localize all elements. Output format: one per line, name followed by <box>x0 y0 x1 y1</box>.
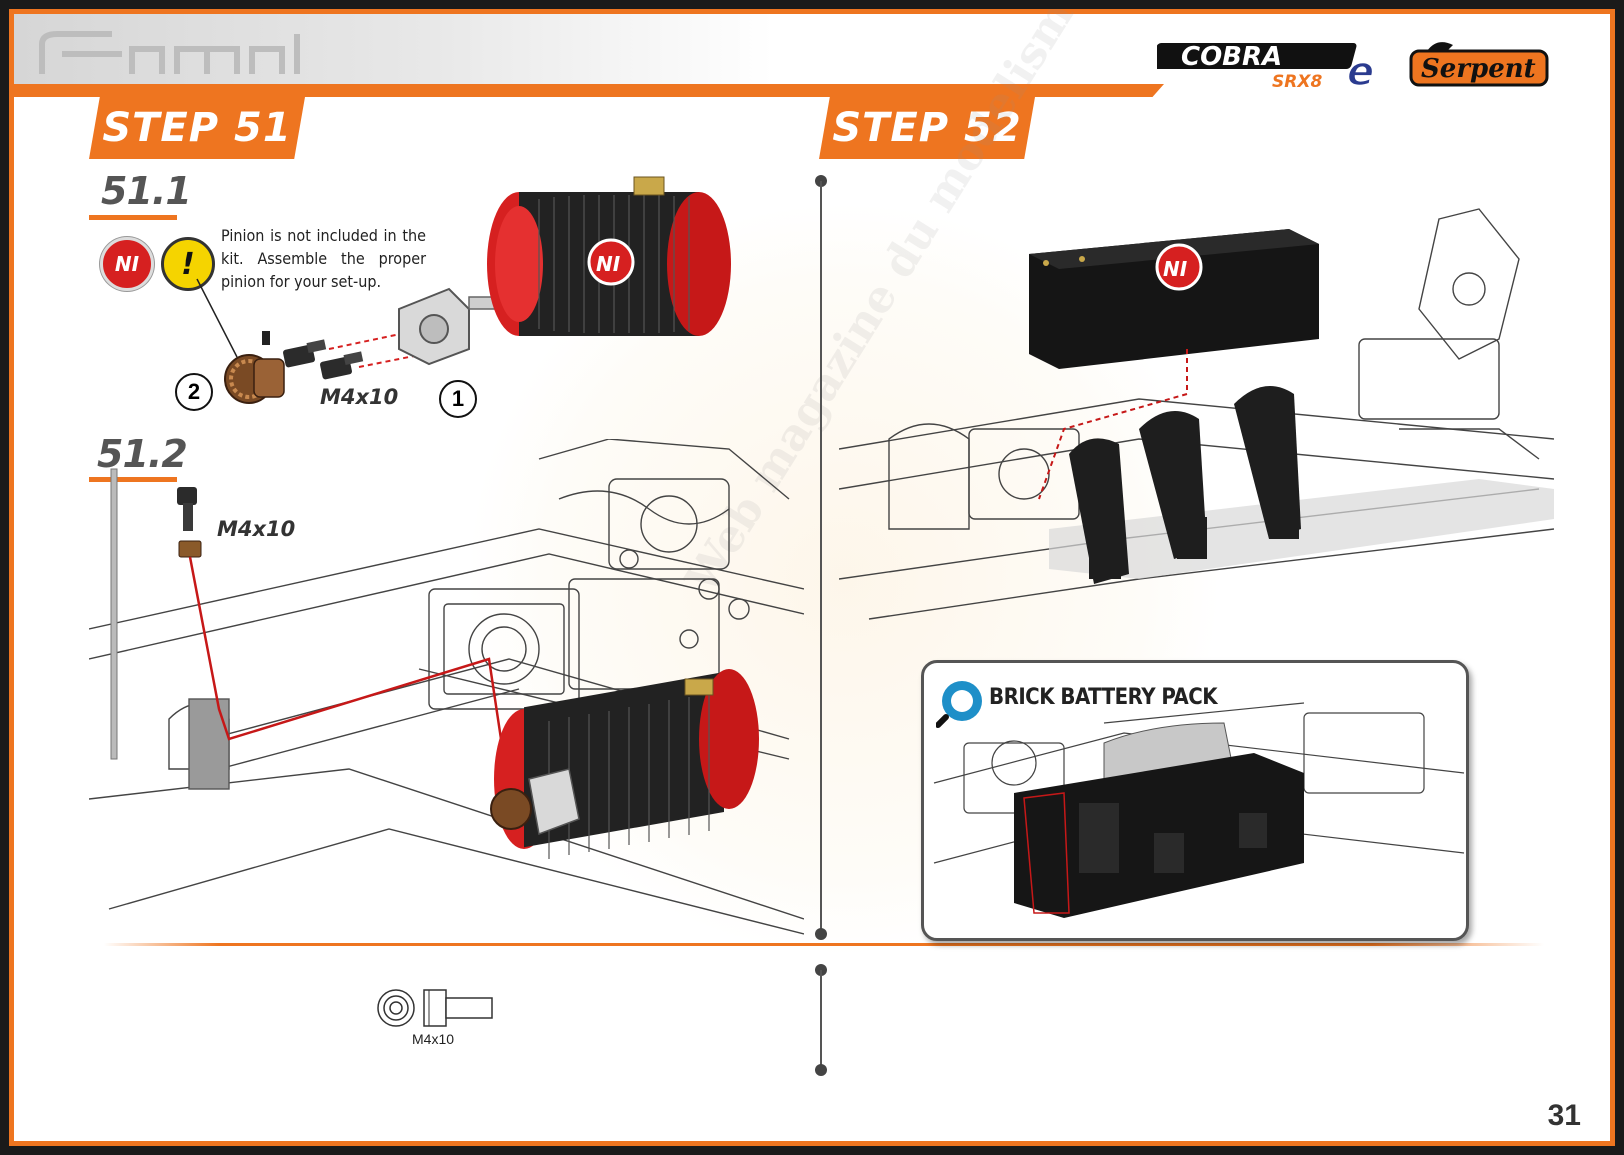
ni-badge: NI <box>100 237 154 291</box>
step-52-title: STEP 52 <box>832 105 1022 151</box>
motor-ni-label: NI <box>596 252 621 276</box>
battery-install-drawing: NI <box>839 208 1554 620</box>
brand-suffix: e <box>1347 49 1374 93</box>
column-divider-lower <box>820 970 822 1070</box>
serpent-logo: Serpent <box>1409 42 1549 87</box>
callout-2: 2 <box>175 373 213 411</box>
column-divider <box>820 181 822 934</box>
battery-pack-icon <box>1014 753 1304 918</box>
brick-battery-drawing <box>933 702 1465 918</box>
substep-51-1: 51.1 <box>101 169 192 213</box>
inset-title: BRICK BATTERY PACK <box>989 685 1218 710</box>
substep-51-1-underline <box>89 215 177 220</box>
brand-variant: SRX8 <box>1272 72 1322 92</box>
parts-list-screw-drawing <box>377 989 493 1027</box>
step-51-title: STEP 51 <box>102 105 292 151</box>
screw-label-51-1: M4x10 <box>320 385 399 409</box>
screw-icon <box>283 339 364 380</box>
magnifier-icon <box>936 681 982 728</box>
divider-dot <box>815 1064 827 1076</box>
brand-maker: Serpent <box>1421 54 1536 84</box>
battery-straps-icon <box>1069 386 1301 584</box>
battery-pack-icon: NI <box>1029 229 1319 369</box>
motor-icon: NI <box>487 176 731 336</box>
step-52-banner: STEP 52 <box>819 97 1035 159</box>
brand-model: COBRA <box>1181 42 1282 72</box>
substep-51-2-underline <box>89 477 177 482</box>
motor-exploded-drawing: NI <box>196 176 731 404</box>
callout-1: 1 <box>439 380 477 418</box>
motor-mount-icon <box>398 287 470 366</box>
washer-icon <box>377 989 415 1027</box>
step-51-banner: STEP 51 <box>89 97 305 159</box>
screw-icon <box>423 989 493 1027</box>
screw-icon <box>177 487 202 558</box>
chassis-motor-drawing <box>89 439 804 935</box>
pinion-gear-icon <box>224 331 285 404</box>
brick-battery-inset: BRICK BATTERY PACK <box>921 660 1469 941</box>
pinion-note: Pinion is not included in the kit. Assem… <box>221 226 426 291</box>
battery-ni-label: NI <box>1163 257 1188 281</box>
header-decoration <box>39 31 300 74</box>
header-band <box>14 14 774 84</box>
motor-icon <box>490 669 759 859</box>
screw-label-51-2: M4x10 <box>217 517 296 541</box>
cobra-logo: COBRA SRX8 e <box>1157 42 1375 93</box>
divider-dot <box>815 928 827 940</box>
parts-screw-caption: M4x10 <box>412 1031 455 1047</box>
header-rule <box>14 84 1164 97</box>
section-rule <box>104 943 1544 946</box>
page-number: 31 <box>1547 1099 1581 1132</box>
warning-icon: ! <box>161 237 215 291</box>
